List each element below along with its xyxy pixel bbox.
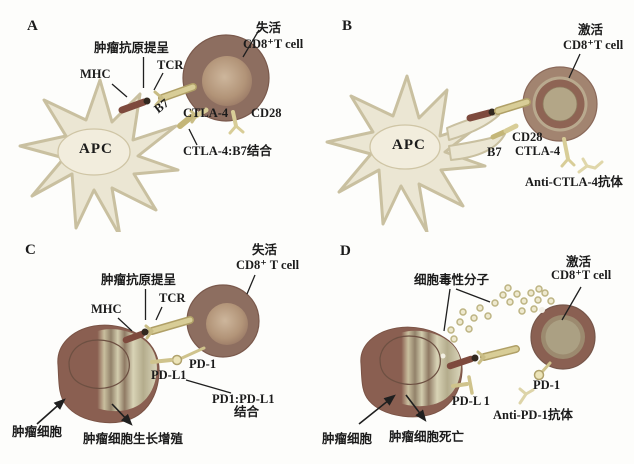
cytotoxic-label: 细胞毒性分子 [414, 273, 490, 287]
pdl1-label: PD-L 1 [452, 394, 490, 408]
tcell-name-label: CD8⁺T cell [551, 268, 612, 282]
pd1-stalk [540, 361, 552, 374]
antigen-presentation-label: 肿瘤抗原提呈 [94, 41, 170, 55]
tumor-label-arrow [358, 394, 396, 425]
antigen-dot [143, 97, 151, 105]
antigen-dot [488, 108, 496, 116]
cytotoxic-molecules [447, 284, 555, 343]
pdl1-stalk [451, 382, 469, 388]
panel-a-canvas [18, 29, 270, 232]
binding-label-line2: 结合 [234, 405, 260, 419]
death-label: 肿瘤细胞死亡 [389, 430, 465, 444]
mhc-molecule [122, 330, 146, 344]
ctla4-label: CTLA-4 [183, 106, 229, 120]
cd28-label: CD28 [251, 106, 282, 120]
pdl1-stalk [150, 358, 173, 364]
pd1-stalk [180, 346, 206, 360]
tcell-state-label: 失活 [252, 243, 278, 257]
tumor-nucleus-outline [68, 339, 130, 389]
tcell-state-label: 激活 [578, 23, 604, 37]
panel-tag: D [340, 243, 351, 259]
b7-label: B7 [487, 145, 502, 159]
anti-pd1-label: Anti-PD-1抗体 [493, 408, 573, 422]
mhc-molecule [118, 98, 148, 114]
tumor-highlight-dot [440, 353, 446, 359]
tcell-name-label: CD8⁺T cell [243, 37, 304, 51]
pointer-lines [111, 29, 260, 146]
mhc-molecule [446, 355, 475, 370]
ctla4-receptor [193, 107, 209, 119]
binding-label: CTLA-4:B7结合 [183, 144, 272, 158]
ctla4-label: CTLA-4 [515, 144, 561, 158]
panel-c: C 失活 CD8⁺ T cell 肿瘤抗原提呈 TCR MHC PD-1 PD-… [0, 232, 317, 464]
antigen-dot [471, 354, 479, 362]
apc-label: APC [79, 141, 113, 157]
anti-ctla4-label: Anti-CTLA-4抗体 [525, 175, 623, 189]
tcell-name-label: CD8⁺ T cell [236, 258, 300, 272]
tcr-label: TCR [159, 291, 186, 305]
mhc-label: MHC [80, 67, 111, 81]
tcell-inactive [186, 284, 260, 358]
panel-tag: A [27, 18, 38, 34]
b7-molecule [490, 129, 507, 140]
panel-c-canvas [36, 274, 260, 426]
tcell-state-label: 激活 [566, 255, 592, 269]
tcell-highlight-dot [539, 307, 545, 313]
pd1-label: PD-1 [533, 378, 561, 392]
anti-pd1-antibody [518, 387, 535, 405]
receptors [118, 83, 245, 135]
pd1-receptor [171, 354, 183, 366]
antigen-presentation-label: 肿瘤抗原提呈 [101, 273, 177, 287]
pointer-lines [117, 274, 256, 394]
pdl1-label: PD-L1 [151, 368, 187, 382]
panel-d-canvas [358, 284, 596, 425]
binding-label-line1: PD1:PD-L1 [212, 392, 275, 406]
growth-arrow [111, 403, 133, 426]
tumor-label-arrow [36, 398, 66, 425]
pd1-label: PD-1 [189, 357, 217, 371]
tumor-cell [57, 324, 160, 424]
tcell-name-label: CD8⁺T cell [563, 38, 624, 52]
arrows [358, 394, 427, 425]
pointer-lines [568, 53, 581, 79]
tcell-active [530, 304, 596, 370]
panel-a: A 肿瘤抗原提呈 TCR MHC B7 失活 CD8⁺T cell CTLA-4… [0, 0, 317, 232]
cd28-receptor [503, 123, 519, 134]
tumor-label: 肿瘤细胞 [12, 425, 63, 439]
tumor-cell [360, 326, 463, 418]
apc-label: APC [392, 137, 426, 153]
tcell-inactive [182, 34, 270, 122]
receptors [122, 316, 206, 366]
growth-label: 肿瘤细胞生长增殖 [83, 432, 184, 446]
apc-nucleus [57, 128, 131, 176]
cd28-label: CD28 [512, 130, 543, 144]
ctla4-receptor [562, 137, 570, 161]
pointer-lines [443, 286, 582, 332]
cd28-receptor [231, 110, 238, 128]
apc-cell [18, 78, 180, 232]
death-arrow [405, 394, 427, 422]
mhc-molecule [466, 109, 493, 122]
antigen-dot [141, 328, 149, 336]
apc-cell [325, 74, 506, 232]
tcell-active [522, 66, 598, 142]
panel-b: B 激活 CD8⁺T cell CD28 CTLA-4 B7 Anti-CTLA… [317, 0, 634, 232]
receptors [446, 345, 552, 405]
panel-b-canvas [325, 53, 604, 232]
panel-d: D 激活 CD8⁺T cell 细胞毒性分子 PD-1 PD-L 1 Anti-… [317, 232, 634, 464]
panel-tag: C [25, 242, 36, 258]
tumor-label: 肿瘤细胞 [322, 432, 373, 446]
apc-nucleus [369, 124, 441, 170]
receptors [466, 98, 604, 174]
mhc-label: MHC [91, 302, 122, 316]
anti-ctla4-antibody [577, 157, 604, 174]
tcell-state-label: 失活 [256, 21, 282, 35]
tcr-label: TCR [157, 58, 184, 72]
tumor-nucleus-outline [379, 335, 441, 385]
pd1-receptor [533, 369, 545, 381]
panel-tag: B [342, 18, 353, 34]
b7-molecule [177, 114, 194, 129]
arrows [36, 398, 133, 426]
pdl1-tip [467, 375, 474, 395]
